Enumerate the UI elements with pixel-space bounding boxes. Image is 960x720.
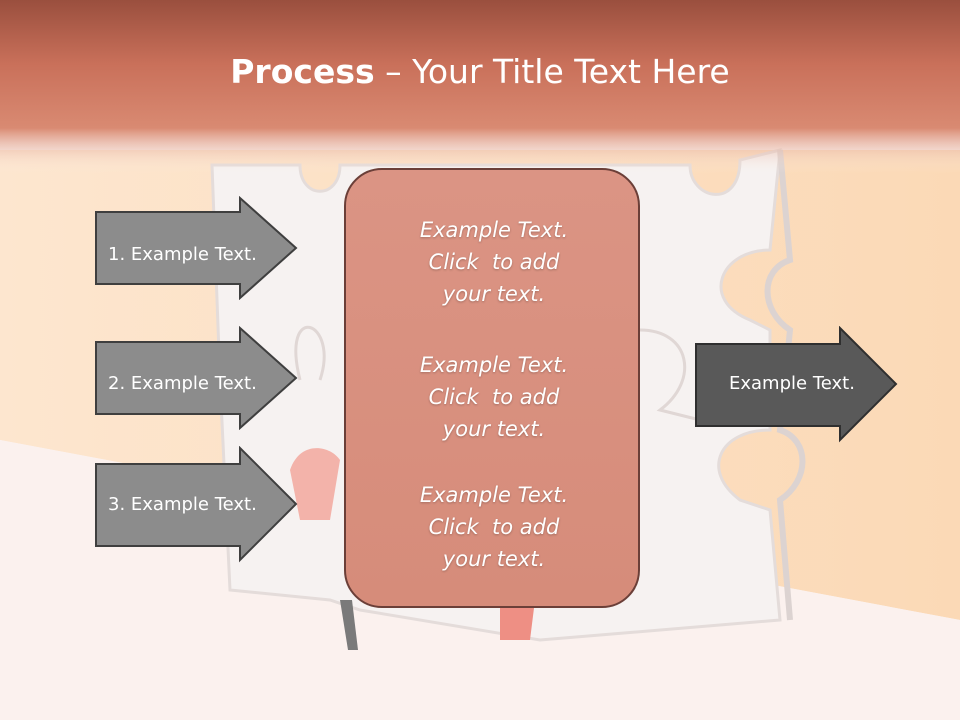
left-arrow-1[interactable]: [94, 196, 300, 300]
left-arrow-2[interactable]: [94, 326, 300, 430]
panel-block-3-line-3: your text.: [442, 547, 546, 571]
panel-block-2-line-2: Click to add: [428, 385, 560, 409]
left-arrow-3[interactable]: [94, 446, 300, 564]
panel-block-2-line-3: your text.: [442, 417, 546, 441]
panel-text-block-3[interactable]: Example Text. Click to add your text.: [346, 479, 642, 575]
left-arrow-2-label: 2. Example Text.: [108, 373, 257, 394]
right-arrow[interactable]: [694, 326, 900, 444]
panel-block-1-line-2: Click to add: [428, 250, 560, 274]
slide-title-rest: – Your Title Text Here: [374, 52, 730, 91]
panel-text-block-2[interactable]: Example Text. Click to add your text.: [346, 349, 642, 445]
panel-block-3-line-1: Example Text.: [419, 483, 569, 507]
panel-block-2-line-1: Example Text.: [419, 353, 569, 377]
panel-block-1-line-1: Example Text.: [419, 218, 569, 242]
slide-title: Process – Your Title Text Here: [0, 52, 960, 91]
panel-block-1-line-3: your text.: [442, 282, 546, 306]
left-arrow-3-label: 3. Example Text.: [108, 494, 257, 515]
left-arrow-1-label: 1. Example Text.: [108, 244, 257, 265]
center-text-panel[interactable]: Example Text. Click to add your text. Ex…: [344, 168, 640, 608]
panel-text-block-1[interactable]: Example Text. Click to add your text.: [346, 214, 642, 310]
right-arrow-label: Example Text.: [729, 373, 855, 394]
slide-title-bold: Process: [230, 52, 375, 91]
panel-block-3-line-2: Click to add: [428, 515, 560, 539]
